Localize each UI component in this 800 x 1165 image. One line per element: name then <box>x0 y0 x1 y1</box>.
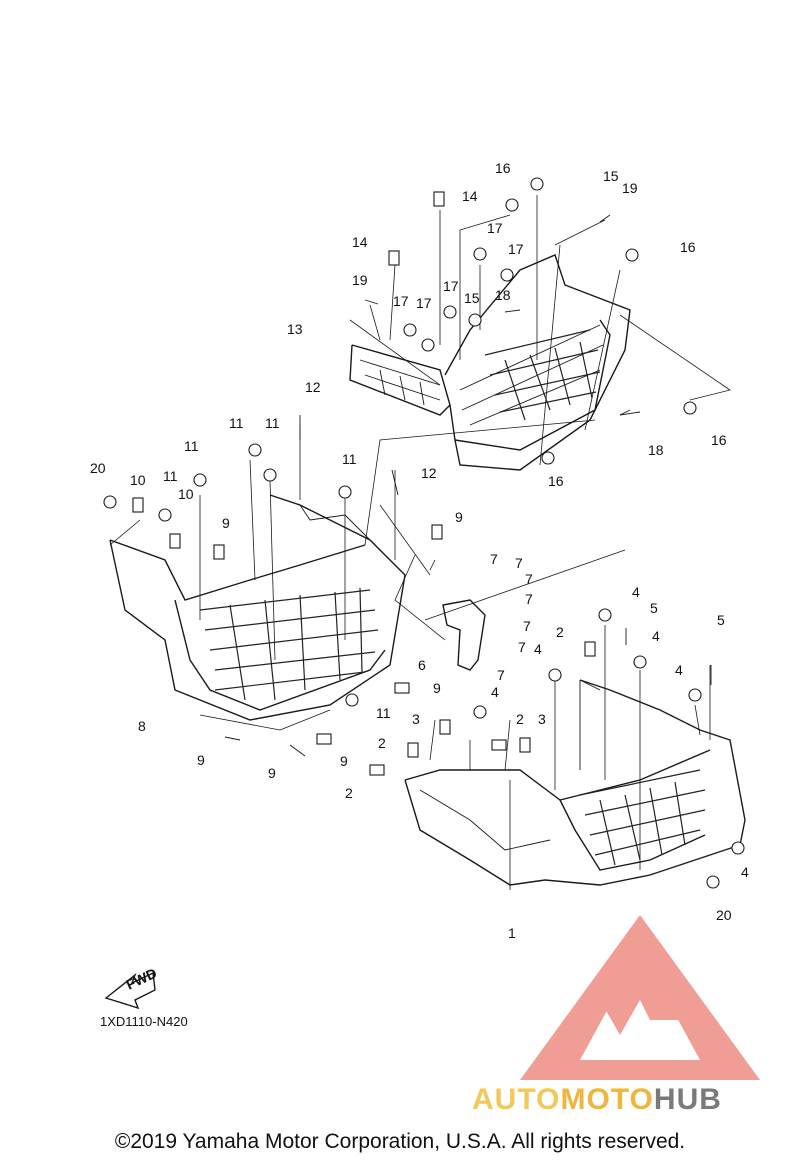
callout-number: 11 <box>376 705 391 721</box>
callout-number: 11 <box>265 415 280 431</box>
footrest-upper-assembly <box>349 254 631 471</box>
callout-number: 19 <box>352 272 368 288</box>
callout-number: 4 <box>632 584 640 600</box>
callout-number: 9 <box>340 753 348 769</box>
callout-number: 3 <box>412 711 420 727</box>
callout-number: 15 <box>464 290 480 306</box>
callout-number: 4 <box>652 628 660 644</box>
callout-number: 11 <box>229 415 244 431</box>
callout-number: 9 <box>455 509 463 525</box>
callout-number: 19 <box>622 180 638 196</box>
callout-number: 14 <box>352 234 368 250</box>
brand-part-moto: MOTO <box>560 1083 654 1116</box>
brand-part-hub: HUB <box>653 1083 722 1116</box>
callout-number: 4 <box>534 641 542 657</box>
callout-number: 18 <box>648 442 664 458</box>
callout-number: 8 <box>138 718 146 734</box>
fwd-arrow-icon: FWD <box>104 965 160 1010</box>
callout-number: 7 <box>525 591 533 607</box>
callout-number: 14 <box>462 188 478 204</box>
callout-number: 6 <box>418 657 426 673</box>
callout-number: 4 <box>491 684 499 700</box>
callout-number: 10 <box>130 472 146 488</box>
callout-number: 3 <box>538 711 546 727</box>
callout-number: 5 <box>717 612 725 628</box>
callout-number: 9 <box>197 752 205 768</box>
callout-number: 9 <box>433 680 441 696</box>
callout-number: 17 <box>443 278 459 294</box>
callout-number: 12 <box>421 465 437 481</box>
drawing-code: 1XD1110-N420 <box>100 1014 188 1029</box>
callout-number: 7 <box>525 571 533 587</box>
callout-number: 7 <box>497 667 505 683</box>
callout-number: 15 <box>603 168 619 184</box>
callout-number: 13 <box>287 321 303 337</box>
callout-number: 20 <box>90 460 106 476</box>
callout-number: 17 <box>393 293 409 309</box>
callout-number: 7 <box>490 551 498 567</box>
floor-right-assembly <box>404 679 746 886</box>
fwd-label: FWD <box>124 965 160 993</box>
leader-lines <box>109 195 731 890</box>
callout-number: 11 <box>342 451 357 467</box>
callout-number: 7 <box>515 555 523 571</box>
callout-number: 16 <box>711 432 727 448</box>
callout-number: 11 <box>184 438 199 454</box>
callout-number: 7 <box>523 618 531 634</box>
callout-labels: 16 15 19 14 16 14 17 17 19 17 17 17 15 1… <box>90 160 749 941</box>
callout-number: 20 <box>716 907 732 923</box>
callout-number: 2 <box>345 785 353 801</box>
callout-number: 18 <box>495 287 511 303</box>
watermark-logo-icon <box>520 915 760 1080</box>
callout-number: 16 <box>495 160 511 176</box>
watermark-brand: AUTOMOTOHUB <box>472 1083 722 1117</box>
callout-number: 9 <box>222 515 230 531</box>
floor-left-assembly <box>109 494 406 721</box>
callout-number: 7 <box>518 639 526 655</box>
fasteners <box>103 177 745 889</box>
callout-number: 5 <box>650 600 658 616</box>
callout-number: 10 <box>178 486 194 502</box>
bracket-6 <box>442 599 486 671</box>
callout-number: 1 <box>508 925 516 941</box>
callout-number: 4 <box>741 864 749 880</box>
callout-number: 16 <box>680 239 696 255</box>
callout-number: 17 <box>487 220 503 236</box>
copyright-footer: ©2019 Yamaha Motor Corporation, U.S.A. A… <box>114 1130 686 1153</box>
callout-number: 11 <box>163 468 178 484</box>
callout-number: 17 <box>508 241 524 257</box>
callout-number: 12 <box>305 379 321 395</box>
callout-number: 2 <box>556 624 564 640</box>
callout-number: 9 <box>268 765 276 781</box>
callout-number: 2 <box>516 711 524 727</box>
callout-number: 17 <box>416 295 432 311</box>
brand-part-auto: AUTO <box>472 1083 561 1116</box>
callout-number: 4 <box>675 662 683 678</box>
callout-number: 16 <box>548 473 564 489</box>
callout-number: 2 <box>378 735 386 751</box>
